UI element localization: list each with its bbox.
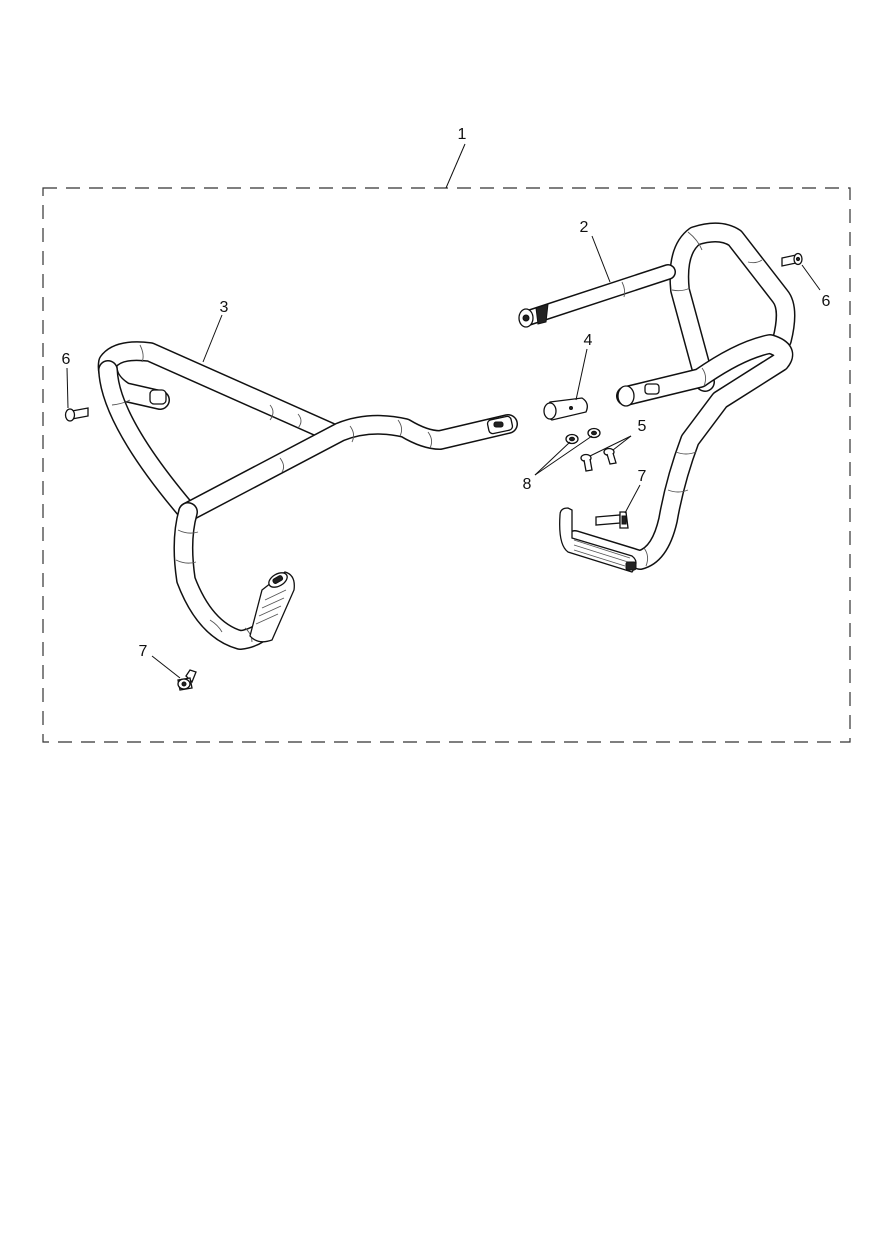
nut-pair [565, 427, 601, 445]
right-crash-bar [559, 222, 796, 573]
callout-6-left: 6 [62, 351, 71, 368]
bolt-left-part-6 [64, 407, 89, 422]
upper-tube-part [518, 264, 676, 328]
callout-7-right: 7 [638, 468, 647, 485]
right-slider-puck [559, 507, 637, 573]
callout-5: 5 [638, 418, 647, 435]
callout-1: 1 [458, 126, 467, 143]
callout-2: 2 [580, 219, 589, 236]
callout-4: 4 [584, 332, 593, 349]
bolt-right-part-6 [781, 252, 803, 267]
leader-lines [66, 143, 821, 679]
callout-7-left: 7 [139, 643, 148, 660]
callout-3: 3 [220, 299, 229, 316]
spacer-part [543, 397, 588, 421]
screw-pair [580, 447, 617, 472]
flange-bolt-left-part-7 [177, 669, 197, 691]
left-slider-puck [249, 571, 295, 643]
callout-6-right: 6 [822, 293, 831, 310]
flange-bolt-right-part-7 [595, 511, 629, 529]
callout-8: 8 [523, 476, 532, 493]
left-crash-bar [97, 341, 518, 650]
kit-boundary-frame [42, 187, 851, 743]
